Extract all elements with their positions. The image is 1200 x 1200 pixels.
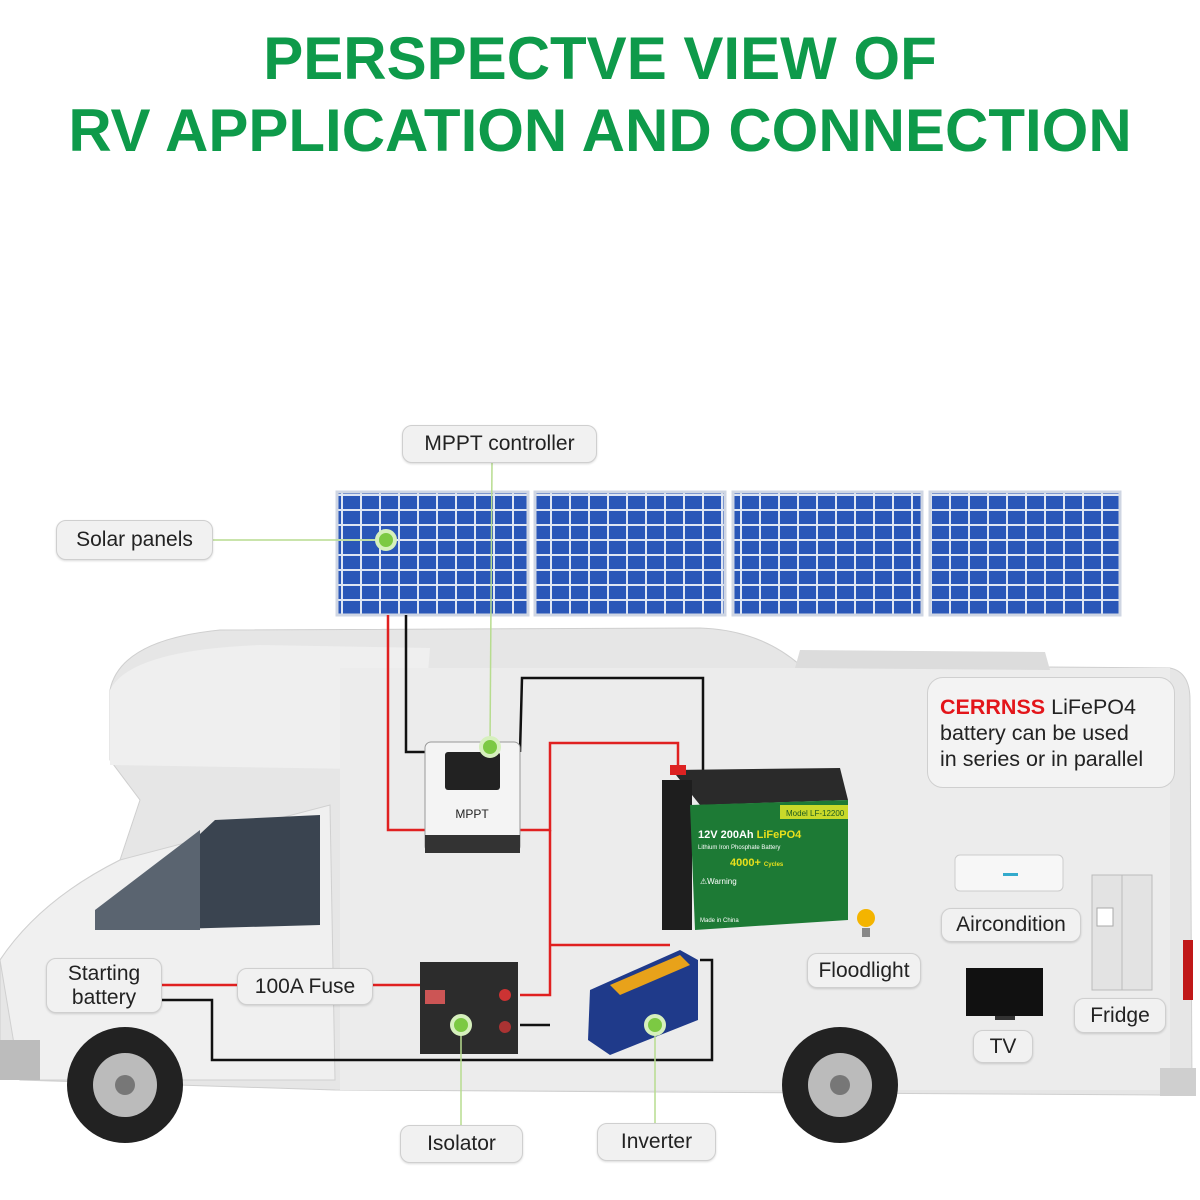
label-starting-battery: Starting battery — [46, 958, 162, 1013]
battery-origin: Made in China — [700, 918, 739, 924]
label-mppt-controller: MPPT controller — [402, 425, 597, 463]
label-100a-fuse: 100A Fuse — [237, 968, 373, 1005]
battery-callout: CERRNSS LiFePO4 battery can be used in s… — [927, 677, 1175, 788]
battery-cycles-unit: Cycles — [764, 862, 784, 868]
leader-lines — [213, 462, 656, 1125]
marker-dots — [375, 529, 666, 1036]
title-line-1: PERSPECTVE VIEW OF — [263, 25, 937, 92]
air-conditioner — [954, 854, 1064, 892]
title-line-2: RV APPLICATION AND CONNECTION — [68, 97, 1132, 164]
marker-mppt — [479, 736, 501, 758]
label-inverter: Inverter — [597, 1123, 716, 1161]
mppt-controller-device: MPPT — [424, 741, 521, 853]
battery-warning: ⚠Warning — [700, 877, 737, 886]
brand-name: CERRNSS — [940, 695, 1046, 719]
floodlight-bulb — [857, 909, 875, 937]
label-solar-panels: Solar panels — [56, 520, 213, 560]
mppt-brand: MPPT — [455, 807, 489, 821]
battery-sub: Lithium Iron Phosphate Battery — [698, 845, 780, 851]
television — [966, 968, 1043, 1020]
label-fridge: Fridge — [1074, 998, 1166, 1033]
fridge — [1091, 874, 1153, 991]
label-aircondition: Aircondition — [941, 908, 1081, 942]
battery-spec: 12V 200Ah — [698, 829, 754, 841]
callout-line-3: in series or in parallel — [940, 747, 1144, 771]
callout-line-2: battery can be used — [940, 721, 1129, 745]
callout-line-1: LiFePO4 — [1045, 695, 1136, 719]
label-tv: TV — [973, 1030, 1033, 1063]
isolator-device — [420, 962, 518, 1054]
battery-chem: LiFePO4 — [757, 829, 803, 841]
label-isolator: Isolator — [400, 1125, 523, 1163]
solar-panels — [335, 490, 1122, 617]
marker-solar — [375, 529, 397, 551]
wiring — [160, 615, 714, 1062]
marker-isolator — [450, 1014, 472, 1036]
battery-cycles: 4000+ — [730, 857, 761, 869]
battery-cycles-line: 4000+Cycles — [730, 857, 784, 869]
inverter-device — [588, 950, 698, 1055]
battery-model: Model LF-12200 — [786, 809, 845, 818]
label-floodlight: Floodlight — [807, 953, 921, 988]
marker-inverter — [644, 1014, 666, 1036]
